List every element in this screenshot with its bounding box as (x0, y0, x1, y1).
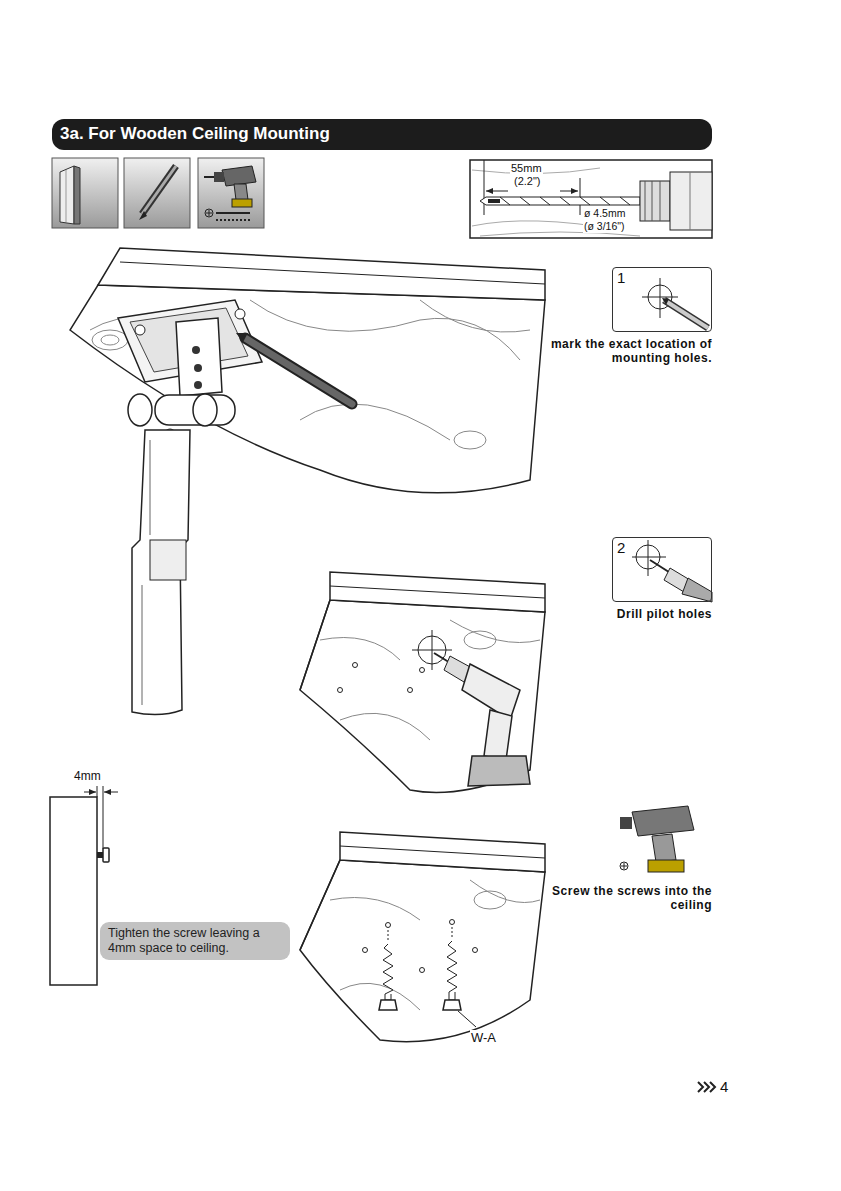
ceiling-with-drill (300, 572, 545, 793)
note-text: Tighten the screw leaving a 4mm space to… (108, 926, 282, 956)
step-box: 1mark the exact location of mounting hol… (612, 267, 712, 332)
title-text: 3a. For Wooden Ceiling Mounting (60, 124, 330, 144)
step-frame (612, 537, 712, 602)
step-frame (612, 267, 712, 332)
label: 55mm (510, 162, 543, 175)
step-caption: mark the exact location of mounting hole… (542, 337, 712, 365)
step-number: 1 (617, 269, 625, 286)
ceiling-with-screws (300, 832, 545, 1042)
tool-icons (52, 158, 264, 228)
title-band: 3a. For Wooden Ceiling Mounting (52, 119, 712, 150)
step-box: 2Drill pilot holes (612, 537, 712, 602)
label: 4 (719, 1078, 729, 1096)
label: 4mm (73, 769, 102, 783)
label: ø 4.5mm (583, 207, 626, 220)
step-icons (620, 278, 712, 872)
page-arrows (698, 1082, 715, 1092)
label: (2.2") (513, 175, 542, 188)
label: W-A (470, 1030, 497, 1046)
note-box: Tighten the screw leaving a 4mm space to… (100, 922, 290, 960)
drill-depth-detail (470, 160, 712, 238)
label: (ø 3/16") (583, 220, 626, 233)
label: Screw the screws into the ceiling (551, 884, 713, 912)
step-number: 2 (617, 539, 625, 556)
step-caption: Drill pilot holes (542, 607, 712, 621)
